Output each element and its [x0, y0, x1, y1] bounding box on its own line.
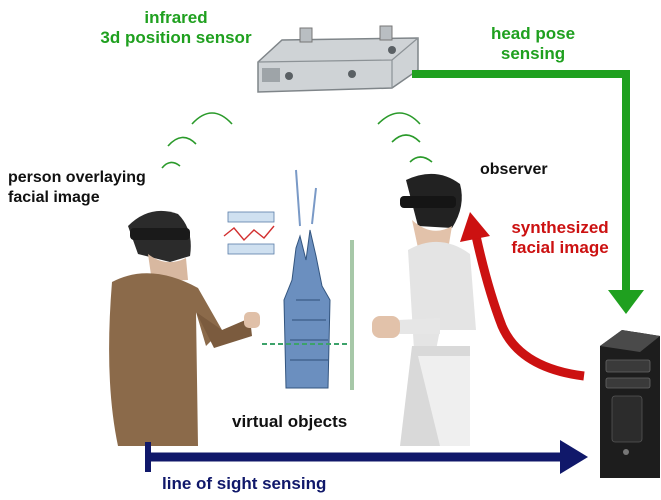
synthesized-image-arrow: [460, 212, 585, 381]
line-of-sight-arrow: [145, 440, 588, 474]
line-of-sight-label: line of sight sensing: [162, 474, 327, 493]
person-left-icon: [109, 210, 260, 446]
person-label-line1: person overlaying: [8, 169, 146, 186]
virtual-building-icon: [223, 169, 354, 390]
virtual-objects-label: virtual objects: [232, 412, 348, 431]
ir-sensor-device-icon: [257, 25, 419, 93]
person-label-line2: facial image: [8, 189, 100, 206]
sensor-label: infrared 3d position sensor: [66, 8, 286, 48]
synthesized-label-line2: facial image: [511, 238, 609, 257]
person-label: person overlaying facial image: [8, 168, 146, 208]
observer-label: observer: [480, 161, 548, 178]
sensor-label-line2: 3d position sensor: [100, 28, 252, 47]
computer-tower-icon: [600, 330, 660, 478]
synthesized-label: synthesized facial image: [486, 218, 634, 258]
head-pose-arrow: [412, 70, 644, 314]
sensor-label-line1: infrared: [144, 8, 208, 27]
signal-waves-icon: [161, 112, 233, 169]
head-pose-label-line2: sensing: [500, 44, 566, 63]
head-pose-label-line1: head pose: [490, 24, 576, 43]
signal-waves-icon: [377, 112, 433, 163]
person-right-icon: [372, 173, 476, 446]
synthesized-label-line1: synthesized: [511, 218, 609, 237]
head-pose-label: head pose sensing: [458, 24, 608, 64]
